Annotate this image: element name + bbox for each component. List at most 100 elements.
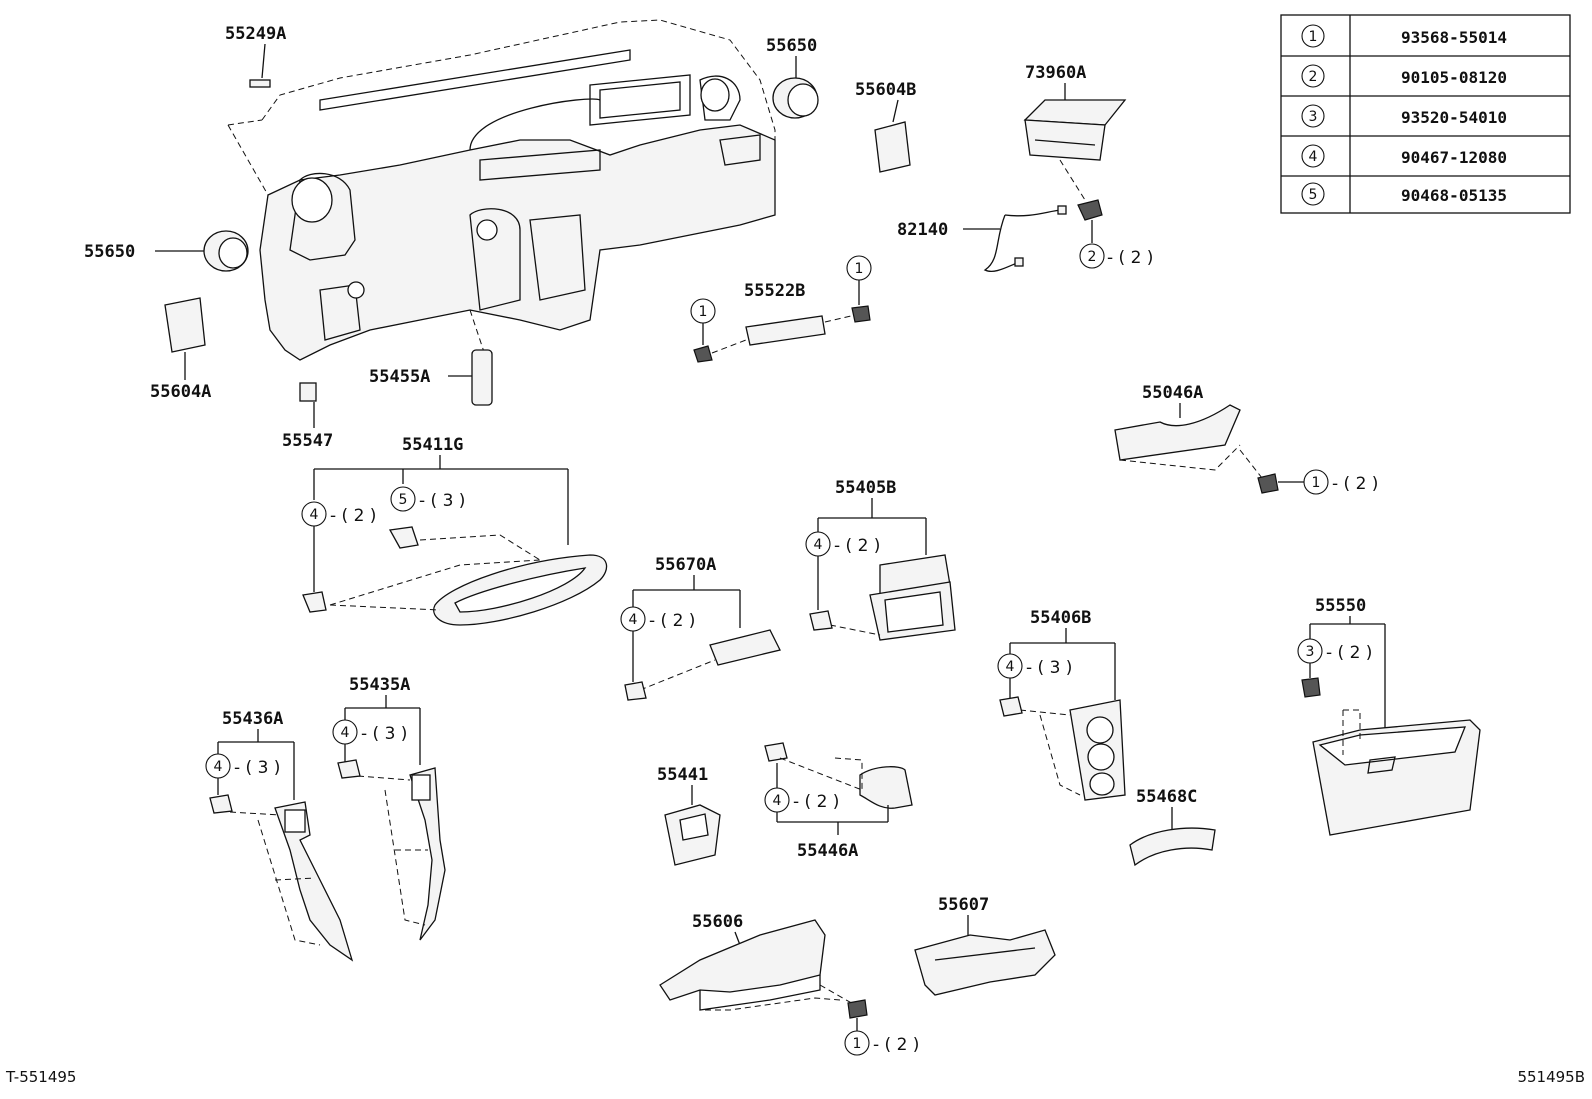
part-55607[interactable]: 55607 (914, 895, 1056, 996)
callout-bolt-2[interactable]: 2 - ( 2 ) (1077, 199, 1153, 269)
footer-right-code: 551495B (1517, 1068, 1585, 1086)
legend-row: 5 90468-05135 (1301, 182, 1507, 206)
callout-num: 4 (310, 507, 319, 523)
part-label: 55670A (655, 555, 716, 575)
legend-row: 3 93520-54010 (1301, 104, 1507, 128)
part-55435A[interactable]: 55435A (337, 675, 446, 941)
callout-num: 1 (853, 1036, 862, 1052)
part-label: 55604A (150, 382, 211, 402)
callout-qty: - ( 3 ) (1026, 658, 1072, 678)
part-55547[interactable]: 55547 (282, 382, 333, 451)
part-label: 55607 (938, 895, 989, 915)
part-55446A[interactable]: 55446A (764, 742, 913, 861)
part-label: 55650 (766, 36, 817, 56)
callout-screw-1-right[interactable]: 1 (846, 255, 872, 323)
callout-qty: - ( 3 ) (234, 758, 280, 778)
part-55405B[interactable]: 55405B (809, 478, 956, 641)
part-label: 55249A (225, 24, 286, 44)
part-55650-top[interactable]: 55650 (766, 36, 819, 119)
part-55522B[interactable]: 55522B (711, 281, 856, 354)
part-55604A[interactable]: 55604A (150, 297, 211, 402)
callout-clip-4-55446[interactable]: 4 - ( 2 ) (764, 787, 839, 813)
callout-qty: - ( 2 ) (1332, 474, 1378, 494)
callout-clip-4-55670[interactable]: 4 - ( 2 ) (620, 606, 695, 632)
legend-num: 1 (1309, 29, 1318, 45)
callout-clip-4-55435[interactable]: 4 - ( 3 ) (332, 719, 407, 745)
callout-clip-4-55411[interactable]: 4 - ( 2 ) (301, 501, 376, 527)
part-55604B[interactable]: 55604B (855, 80, 916, 173)
legend-table: 1 93568-55014 2 90105-08120 3 93520-5401… (1280, 14, 1571, 214)
part-55411G[interactable]: 55411G (302, 435, 608, 626)
legend-part-number: 90105-08120 (1401, 68, 1507, 87)
part-label: 55436A (222, 709, 283, 729)
part-55406B[interactable]: 55406B (999, 608, 1126, 801)
legend-part-number: 93520-54010 (1401, 108, 1507, 127)
callout-qty: - ( 2 ) (873, 1035, 919, 1055)
callout-num: 1 (699, 304, 708, 320)
part-label: 55046A (1142, 383, 1203, 403)
callout-num: 4 (773, 793, 782, 809)
part-label: 55606 (692, 912, 743, 932)
callout-qty: - ( 3 ) (361, 724, 407, 744)
callout-screw-1-55046[interactable]: 1 - ( 2 ) (1303, 469, 1378, 495)
legend-row: 1 93568-55014 (1301, 24, 1507, 48)
callout-num: 4 (1006, 659, 1015, 675)
part-label: 55547 (282, 431, 333, 451)
callout-qty: - ( 2 ) (649, 611, 695, 631)
part-label: 55550 (1315, 596, 1366, 616)
part-55046A[interactable]: 55046A (1114, 383, 1305, 494)
part-55441[interactable]: 55441 (657, 765, 721, 866)
part-label: 55650 (84, 242, 135, 262)
part-label: 55406B (1030, 608, 1091, 628)
part-label: 82140 (897, 220, 948, 240)
callout-screw-3-55550[interactable]: 3 - ( 2 ) (1297, 638, 1372, 664)
part-55606[interactable]: 55606 (659, 912, 868, 1031)
footer-left-code: T-551495 (5, 1068, 76, 1086)
legend-num: 2 (1309, 69, 1318, 85)
callout-qty: - ( 2 ) (1107, 248, 1153, 268)
part-55249A[interactable]: 55249A (225, 24, 286, 88)
callout-clip-4-55406[interactable]: 4 - ( 3 ) (997, 653, 1072, 679)
callout-clip-5-55411[interactable]: 5 - ( 3 ) (390, 486, 465, 512)
legend-part-number: 93568-55014 (1401, 28, 1507, 47)
legend-num: 5 (1309, 187, 1318, 203)
part-55670A[interactable]: 55670A (624, 555, 781, 701)
part-label: 55522B (744, 281, 805, 301)
callout-qty: - ( 2 ) (1326, 643, 1372, 663)
callout-clip-4-55436[interactable]: 4 - ( 3 ) (205, 753, 280, 779)
callout-qty: - ( 2 ) (330, 506, 376, 526)
callout-num: 2 (1088, 249, 1097, 265)
callout-num: 1 (855, 261, 864, 277)
part-55436A[interactable]: 55436A (209, 709, 354, 962)
legend-row: 4 90467-12080 (1301, 144, 1507, 168)
callout-num: 5 (399, 492, 408, 508)
callout-num: 4 (341, 725, 350, 741)
callout-qty: - ( 3 ) (419, 491, 465, 511)
callout-screw-1-55606[interactable]: 1 - ( 2 ) (844, 1030, 919, 1056)
callout-num: 1 (1312, 475, 1321, 491)
callout-clip-4-55405[interactable]: 4 - ( 2 ) (805, 531, 880, 557)
part-label: 55441 (657, 765, 708, 785)
part-55550[interactable]: 55550 (1301, 596, 1481, 836)
part-label: 55604B (855, 80, 916, 100)
legend-num: 4 (1309, 149, 1318, 165)
callout-num: 4 (629, 612, 638, 628)
callout-num: 4 (814, 537, 823, 553)
callout-num: 4 (214, 759, 223, 775)
part-label: 55446A (797, 841, 858, 861)
legend-part-number: 90468-05135 (1401, 186, 1507, 205)
part-label: 55455A (369, 367, 430, 387)
part-73960A[interactable]: 73960A (1023, 63, 1127, 201)
dashboard-panel-drawing (227, 19, 776, 371)
part-label: 55468C (1136, 787, 1197, 807)
part-label: 55405B (835, 478, 896, 498)
legend-num: 3 (1309, 109, 1318, 125)
part-55455A[interactable]: 55455A (369, 349, 493, 406)
callout-screw-1-left[interactable]: 1 (690, 298, 716, 363)
part-55468C[interactable]: 55468C (1129, 787, 1216, 867)
part-55650-left[interactable]: 55650 (84, 230, 249, 272)
legend-row: 2 90105-08120 (1301, 64, 1507, 88)
callout-qty: - ( 2 ) (834, 536, 880, 556)
part-82140[interactable]: 82140 (897, 205, 1067, 272)
